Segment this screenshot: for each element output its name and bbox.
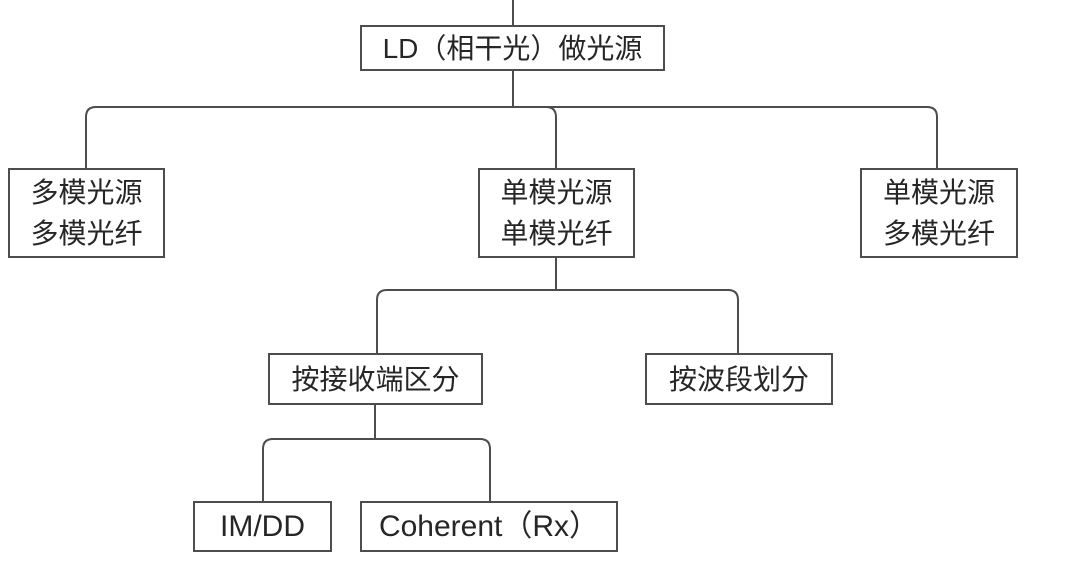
node-label: LD（相干光）做光源 — [382, 32, 643, 64]
connector-root-to-left — [85, 106, 513, 168]
node-label-line2: 多模光纤 — [882, 218, 995, 249]
node-label-line1: 多模光源 — [30, 177, 143, 208]
connector-root-to-middle — [513, 106, 557, 168]
connector-receiver-to-coherent — [375, 438, 491, 501]
node-label: 按接收端区分 — [291, 363, 460, 395]
node-label: IM/DD — [220, 510, 305, 543]
node-split-by-receiver: 按接收端区分 — [268, 353, 483, 405]
node-label-line2: 多模光纤 — [30, 218, 143, 249]
node-singlemode-source-multimode-fiber: 单模光源 多模光纤 — [860, 168, 1018, 258]
node-label: 按波段划分 — [668, 363, 809, 395]
node-split-by-band: 按波段划分 — [645, 353, 833, 405]
connector-middle-to-band — [556, 289, 739, 353]
node-label-line1: 单模光源 — [882, 177, 995, 208]
node-imdd: IM/DD — [193, 501, 332, 552]
node-ld-coherent-light-source: LD（相干光）做光源 — [360, 25, 665, 71]
node-label-line1: 单模光源 — [500, 177, 613, 208]
node-singlemode-source-singlemode-fiber: 单模光源 单模光纤 — [478, 168, 635, 258]
node-multimode-source-multimode-fiber: 多模光源 多模光纤 — [8, 168, 165, 258]
node-label-line2: 单模光纤 — [500, 218, 613, 249]
node-label: Coherent（Rx） — [378, 510, 600, 543]
connector-root-to-right — [513, 106, 938, 168]
connector-middle-to-receiver — [376, 289, 556, 353]
node-coherent-rx: Coherent（Rx） — [360, 501, 618, 552]
connector-receiver-to-imdd — [262, 438, 375, 501]
